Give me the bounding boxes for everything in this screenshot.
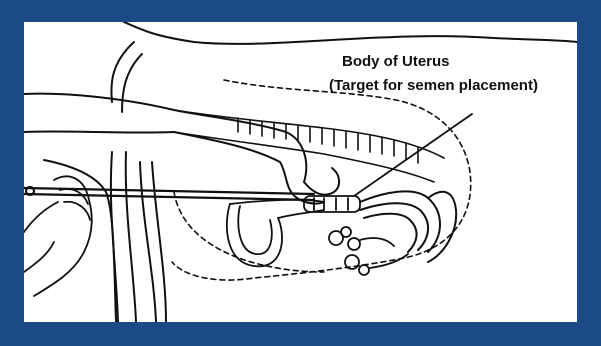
figure-panel: Body of Uterus (Target for semen placeme… <box>24 22 577 322</box>
annotation-subtitle: (Target for semen placement) <box>329 77 538 95</box>
tract-region-outline <box>172 80 471 280</box>
annotation-title: Body of Uterus <box>342 53 450 71</box>
rectum-wall <box>174 110 444 182</box>
leader-line <box>354 114 472 196</box>
insemination-diagram <box>24 22 577 322</box>
cervix-vagina <box>227 196 360 266</box>
cow-outline <box>44 22 577 322</box>
uterus <box>360 191 456 262</box>
